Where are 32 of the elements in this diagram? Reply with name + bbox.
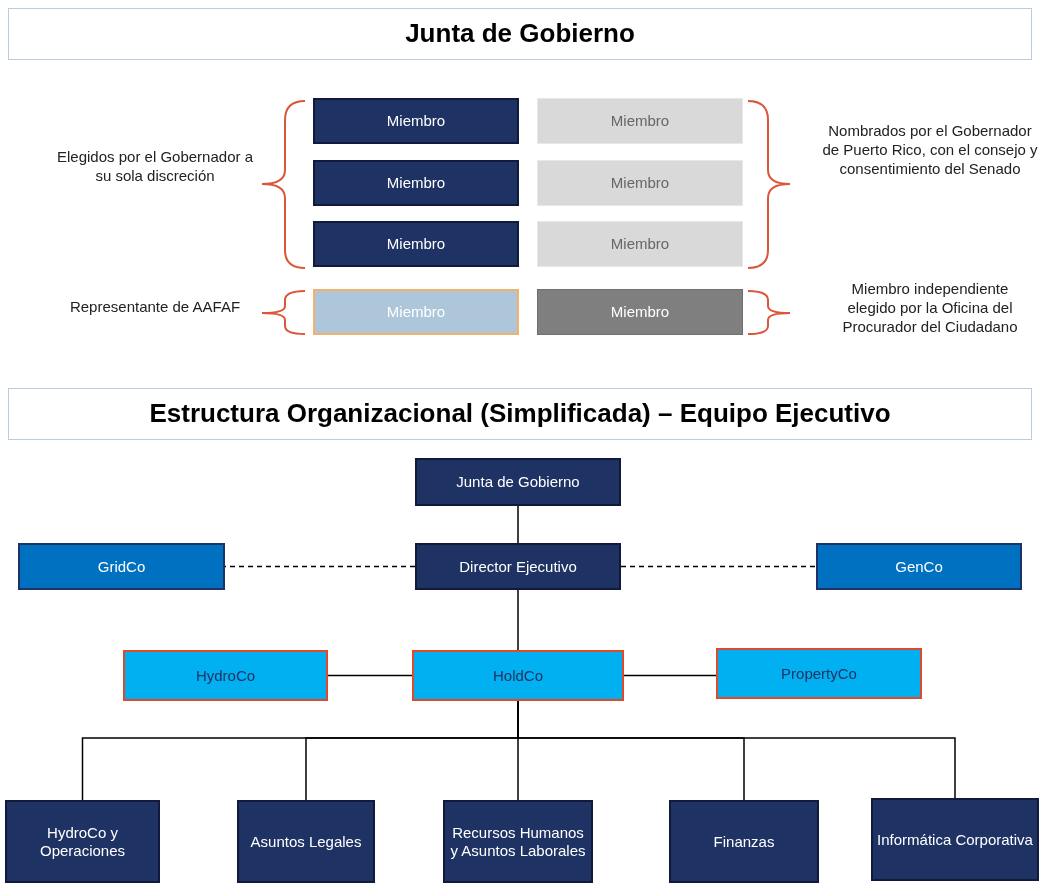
connector — [623, 674, 717, 677]
member-box: Miembro — [313, 98, 519, 144]
annotation-text: Representante de AAFAF — [68, 298, 242, 317]
member-box: Miembro — [313, 221, 519, 267]
heading-banner: Estructura Organizacional (Simplificada) – Equipo Ejecutivo — [8, 388, 1032, 440]
member-box: Miembro — [537, 221, 743, 267]
annotation-text: Nombrados por el Gobernador de Puerto Rico, con el consejo y consentimiento del Senado — [821, 122, 1039, 179]
org-unit-box: Junta de Gobierno — [415, 458, 621, 506]
dashed-connector — [620, 565, 817, 568]
annotation-text: Elegidos por el Gobernador a su sola discreción — [56, 148, 254, 186]
heading-banner: Junta de Gobierno — [8, 8, 1032, 60]
org-unit-box: Asuntos Legales — [237, 800, 375, 883]
org-unit-box: HoldCo — [412, 650, 624, 701]
annotation-text: Miembro independiente elegido por la Oficina del Procurador del Ciudadano — [841, 280, 1019, 337]
org-unit-box: HydroCo y Operaciones — [5, 800, 160, 883]
member-box: Miembro — [537, 98, 743, 144]
connector — [327, 674, 413, 677]
org-unit-box: GenCo — [816, 543, 1022, 590]
member-box: Miembro — [537, 160, 743, 206]
member-box: Miembro — [313, 160, 519, 206]
org-unit-box: PropertyCo — [716, 648, 922, 699]
org-unit-box: GridCo — [18, 543, 225, 590]
connector — [517, 589, 519, 651]
org-unit-box: HydroCo — [123, 650, 328, 701]
member-box: Miembro — [537, 289, 743, 335]
org-unit-box: Informática Corporativa — [871, 798, 1039, 881]
dashed-connector — [224, 565, 416, 568]
org-unit-box: Finanzas — [669, 800, 819, 883]
connector — [517, 505, 519, 544]
member-box: Miembro — [313, 289, 519, 335]
org-unit-box: Recursos Humanos y Asuntos Laborales — [443, 800, 593, 883]
org-unit-box: Director Ejecutivo — [415, 543, 621, 590]
